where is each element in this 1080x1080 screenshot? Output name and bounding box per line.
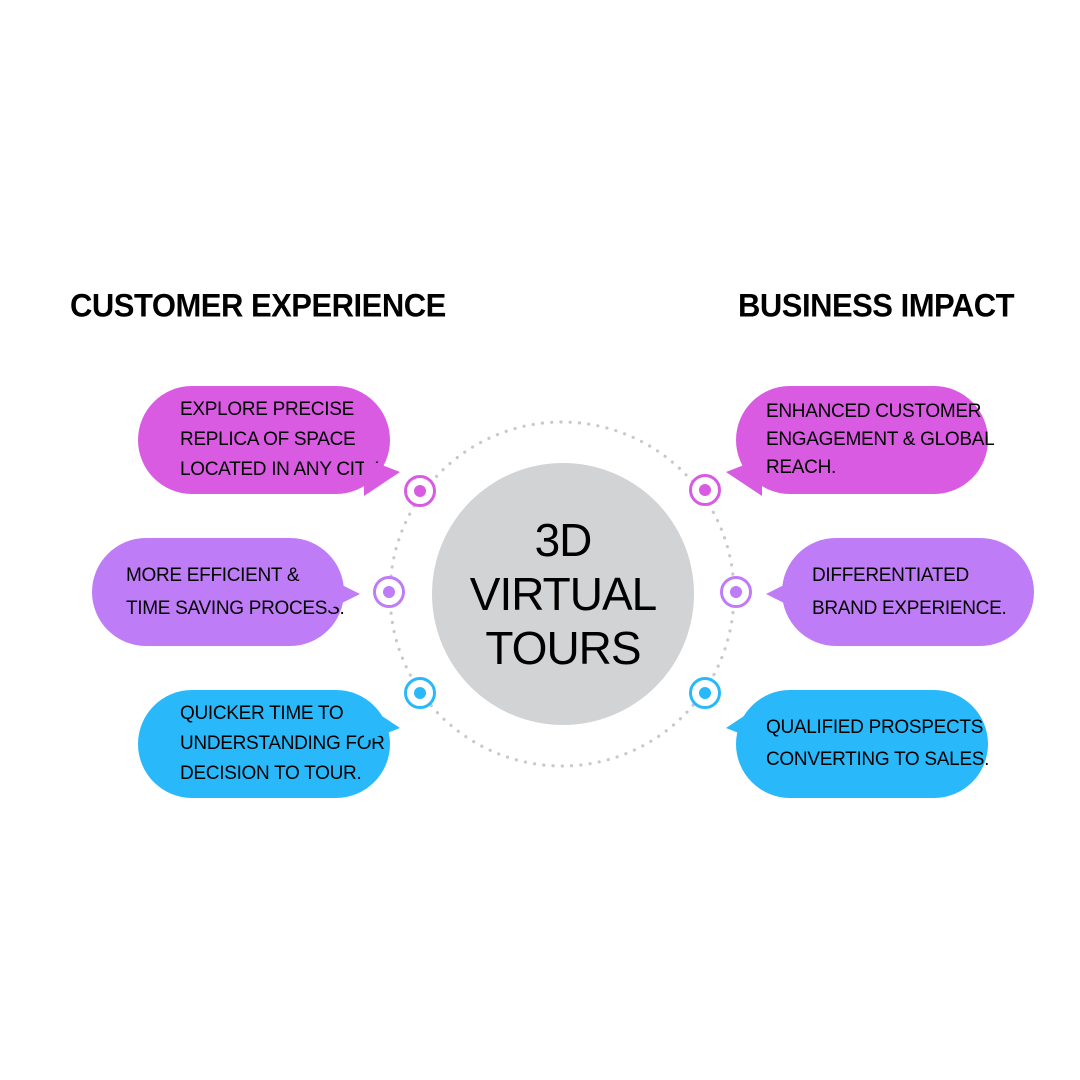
bubble-tail <box>364 458 400 496</box>
bubble-customer-experience-1: EXPLORE PRECISE REPLICA OF SPACE LOCATED… <box>138 386 400 496</box>
center-title-line: 3D <box>534 514 593 566</box>
target-marker-violet-left <box>373 576 405 608</box>
bubble-line: LOCATED IN ANY CITY. <box>180 459 381 480</box>
center-title-line: TOURS <box>485 622 641 674</box>
target-dot <box>699 484 711 496</box>
bubble-line: ENHANCED CUSTOMER <box>766 401 982 422</box>
bubble-tail <box>364 704 400 742</box>
bubble-business-impact-2: DIFFERENTIATED BRAND EXPERIENCE. <box>766 538 1034 646</box>
bubble-tail <box>726 458 762 496</box>
target-dot <box>730 586 742 598</box>
target-dot <box>699 687 711 699</box>
bubble-line: UNDERSTANDING FOR <box>180 733 385 754</box>
bubble-line: REPLICA OF SPACE <box>180 429 356 450</box>
target-marker-violet-right <box>720 576 752 608</box>
bubble-business-impact-3: QUALIFIED PROSPECTS CONVERTING TO SALES. <box>726 690 990 798</box>
bubble-tail <box>328 578 360 610</box>
bubble-line: EXPLORE PRECISE <box>180 399 354 420</box>
center-title-line: VIRTUAL <box>469 568 657 620</box>
target-dot <box>383 586 395 598</box>
bubble-customer-experience-2: MORE EFFICIENT & TIME SAVING PROCESS. <box>92 538 360 646</box>
bubble-line: BRAND EXPERIENCE. <box>812 598 1007 619</box>
target-marker-magenta-left <box>404 475 436 507</box>
bubble-line: DECISION TO TOUR. <box>180 763 362 784</box>
bubble-business-impact-1: ENHANCED CUSTOMER ENGAGEMENT & GLOBAL RE… <box>726 386 995 496</box>
bubble-tail <box>766 578 798 610</box>
bubble-line: DIFFERENTIATED <box>812 565 969 586</box>
bubble-tail <box>726 704 762 742</box>
bubble-line: REACH. <box>766 457 836 478</box>
customer-experience-heading: CUSTOMER EXPERIENCE <box>70 287 446 324</box>
target-marker-cyan-right <box>689 677 721 709</box>
bubble-line: TIME SAVING PROCESS. <box>126 598 345 619</box>
bubble-line: QUALIFIED PROSPECTS <box>766 717 984 738</box>
center-hub: 3D VIRTUAL TOURS <box>432 463 694 725</box>
target-dot <box>414 687 426 699</box>
bubble-customer-experience-3: QUICKER TIME TO UNDERSTANDING FOR DECISI… <box>138 690 400 798</box>
bubble-line: QUICKER TIME TO <box>180 703 344 724</box>
target-marker-magenta-right <box>689 474 721 506</box>
target-dot <box>414 485 426 497</box>
bubble-line: CONVERTING TO SALES. <box>766 749 990 770</box>
bubble-line: MORE EFFICIENT & <box>126 565 300 586</box>
bubble-line: ENGAGEMENT & GLOBAL <box>766 429 995 450</box>
business-impact-heading: BUSINESS IMPACT <box>738 287 1015 324</box>
target-marker-cyan-left <box>404 677 436 709</box>
